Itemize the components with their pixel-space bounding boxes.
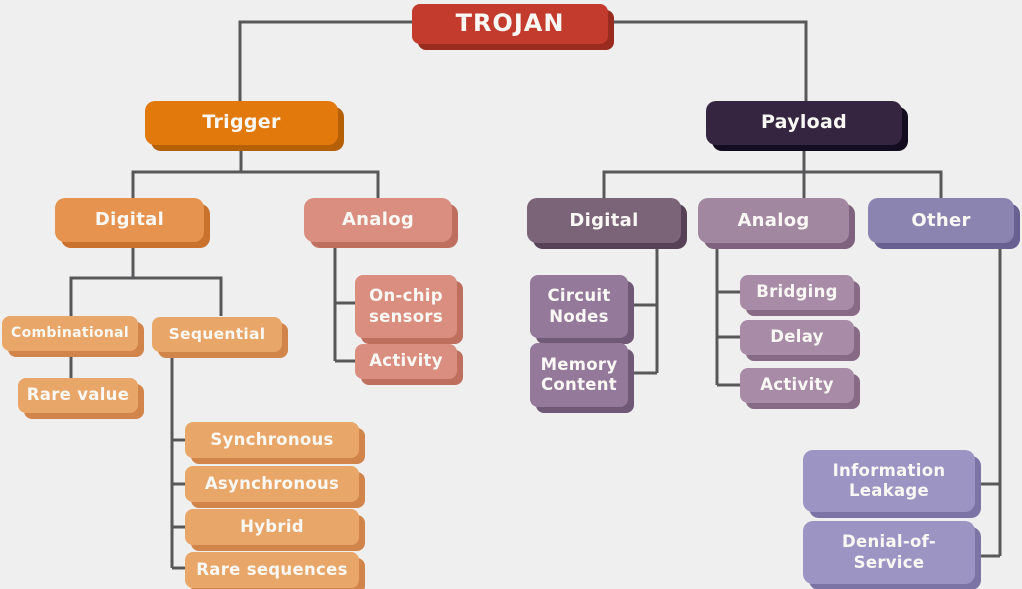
node-label: Information Leakage [832,460,946,500]
node-trigger-digital: Digital [55,198,204,242]
node-label: Denial-of- Service [842,532,936,572]
node-on-chip-sensors: On-chip sensors [355,275,457,338]
node-sequential: Sequential [152,317,282,352]
node-payload-analog: Analog [698,198,849,243]
node-label: On-chip sensors [369,286,443,326]
node-combinational: Combinational [2,316,138,351]
node-memory-content: Memory Content [530,343,628,407]
node-asynchronous: Asynchronous [185,466,359,502]
node-label: Activity [760,375,834,395]
node-label: Payload [760,111,848,134]
node-label: Memory Content [540,354,618,394]
node-information-leakage: Information Leakage [803,450,975,512]
node-label: Analog [737,209,810,231]
node-synchronous: Synchronous [185,422,359,458]
node-label: Rare value [26,385,130,405]
node-label: Bridging [756,282,838,302]
node-payload-activity: Activity [740,368,854,403]
node-label: Synchronous [210,429,334,449]
node-other: Other [868,198,1014,243]
node-bridging: Bridging [740,275,854,310]
node-label: Activity [369,351,443,371]
node-label: Digital [569,209,639,231]
node-payload: Payload [706,101,902,145]
node-delay: Delay [740,320,854,355]
node-trigger-analog: Analog [304,198,452,242]
node-label: Sequential [168,325,266,344]
node-hybrid: Hybrid [185,509,359,545]
node-rare-value: Rare value [18,378,138,413]
node-label: Hybrid [240,516,304,536]
node-payload-digital: Digital [527,198,681,243]
node-label: Analog [341,209,415,231]
node-trigger: Trigger [145,101,338,145]
node-trojan: TROJAN [412,4,608,44]
node-denial-of-service: Denial-of- Service [803,521,975,584]
node-label: Other [911,209,971,231]
node-label: Rare sequences [196,559,348,579]
node-label: Delay [770,327,824,347]
connector-path [69,20,1002,570]
node-trigger-activity: Activity [355,344,457,379]
node-label: Combinational [11,324,129,341]
node-circuit-nodes: Circuit Nodes [530,275,628,338]
node-label: Digital [94,209,165,231]
node-label: Asynchronous [204,473,340,493]
node-label: Trigger [202,111,281,134]
node-label: TROJAN [455,9,565,38]
node-rare-sequences: Rare sequences [185,552,359,588]
node-label: Circuit Nodes [547,286,611,326]
